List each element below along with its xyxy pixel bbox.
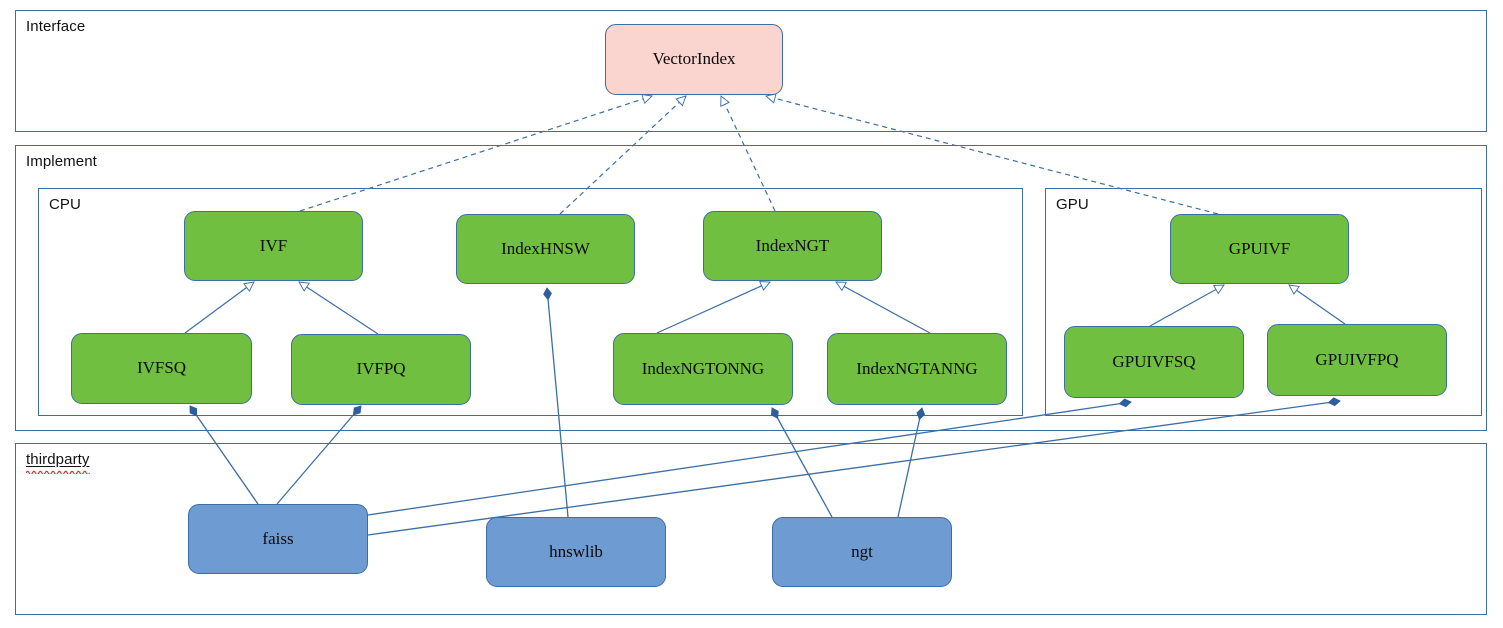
- class-node-indexhnsw[interactable]: IndexHNSW: [456, 214, 635, 284]
- class-node-label: GPUIVFPQ: [1315, 349, 1399, 369]
- class-node-label: GPUIVFSQ: [1112, 351, 1196, 371]
- class-node-label: GPUIVF: [1228, 238, 1291, 258]
- class-node-label: IndexNGT: [755, 235, 830, 255]
- class-node-hnswlib[interactable]: hnswlib: [486, 517, 666, 587]
- class-node-label: IndexNGTANNG: [856, 358, 978, 378]
- frame-label-thirdparty: thirdparty: [26, 451, 90, 468]
- frame-label-thirdparty-text: thirdparty: [26, 451, 90, 468]
- class-node-indexngtanng[interactable]: IndexNGTANNG: [827, 333, 1007, 405]
- spellcheck-squiggle-icon: [26, 469, 90, 474]
- frame-label-gpu: GPU: [1056, 196, 1089, 213]
- class-node-ngt[interactable]: ngt: [772, 517, 952, 587]
- class-node-label: faiss: [262, 528, 294, 548]
- frame-label-implement: Implement: [26, 153, 97, 170]
- class-node-gpuivf[interactable]: GPUIVF: [1170, 214, 1349, 284]
- class-node-gpuivfpq[interactable]: GPUIVFPQ: [1267, 324, 1447, 396]
- class-node-gpuivfsq[interactable]: GPUIVFSQ: [1064, 326, 1244, 398]
- frame-label-interface: Interface: [26, 18, 86, 35]
- class-node-label: hnswlib: [549, 541, 603, 561]
- class-node-label: ngt: [851, 541, 873, 561]
- frame-label-cpu: CPU: [49, 196, 81, 213]
- class-node-ivfpq[interactable]: IVFPQ: [291, 334, 471, 405]
- class-node-label: IVF: [259, 235, 288, 255]
- class-node-label: IVFSQ: [136, 358, 187, 378]
- class-node-indexngtonng[interactable]: IndexNGTONNG: [613, 333, 793, 405]
- class-node-faiss[interactable]: faiss: [188, 504, 368, 574]
- class-node-label: VectorIndex: [652, 49, 736, 69]
- class-node-label: IndexNGTONNG: [641, 358, 765, 378]
- class-node-ivfsq[interactable]: IVFSQ: [71, 333, 252, 404]
- class-node-ivf[interactable]: IVF: [184, 211, 363, 281]
- class-node-indexngt[interactable]: IndexNGT: [703, 211, 882, 281]
- class-node-vectorindex[interactable]: VectorIndex: [605, 24, 783, 95]
- class-node-label: IVFPQ: [356, 359, 406, 379]
- class-node-label: IndexHNSW: [501, 238, 590, 258]
